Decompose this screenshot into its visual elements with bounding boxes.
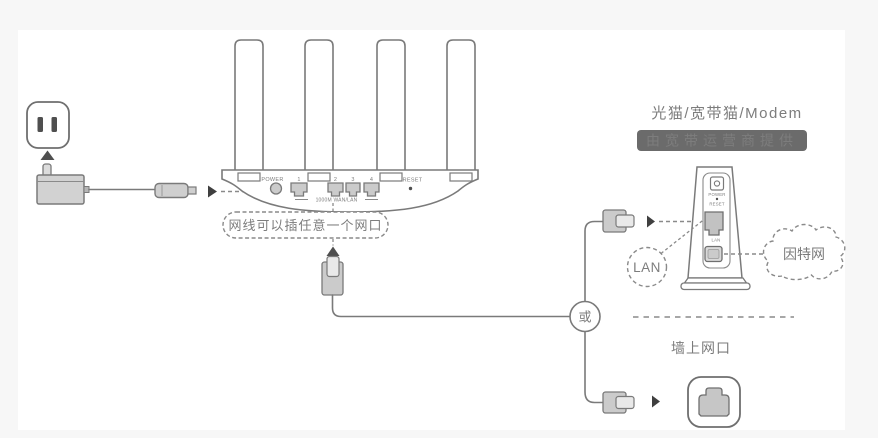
port1-label: 1	[297, 177, 300, 183]
ethernet-connector-up-icon	[321, 255, 344, 296]
port4-label: 4	[370, 177, 373, 183]
right-arrow-icon-2	[647, 215, 655, 228]
adapter-body	[36, 174, 85, 205]
port2-label: 2	[334, 177, 337, 183]
router-power-button	[269, 182, 283, 195]
router-power-label: POWER	[261, 177, 283, 183]
modem-icon: POWER RESET LAN	[680, 166, 751, 291]
ethernet-connector-bottom-icon	[602, 391, 635, 414]
antenna-1	[234, 39, 264, 173]
branch-cable-bottom	[584, 330, 604, 404]
wall-port-icon	[687, 376, 741, 428]
wall-port-label: 墙上网口	[671, 340, 731, 356]
ethernet-connector-top-icon	[602, 209, 635, 233]
router-icon: POWER 1 2 3 4 1000M WAN/LAN RESET	[221, 39, 479, 213]
outlet-slot-left	[37, 117, 43, 132]
antenna-2	[304, 39, 334, 173]
up-arrow-icon-2	[326, 246, 340, 256]
ethernet-port-4	[363, 182, 380, 197]
modem-stand-top	[683, 277, 748, 284]
antenna-3	[376, 39, 406, 173]
ethernet-port-3	[345, 182, 361, 197]
antenna-base-3	[379, 172, 403, 182]
router-reset-label: RESET	[403, 178, 423, 184]
lan-pointer-dashed-line	[660, 218, 705, 255]
or-label: 或	[578, 310, 591, 325]
modem-reset-pinhole	[715, 197, 719, 201]
internet-cloud-text: 因特网	[783, 246, 825, 262]
right-arrow-icon	[208, 185, 217, 198]
ethernet-port-1	[290, 182, 308, 197]
outlet-slot-right	[51, 117, 57, 132]
lan-bubble-text: LAN	[633, 260, 661, 275]
modem-lan-port	[704, 211, 724, 236]
modem-reset-label: RESET	[709, 202, 725, 207]
antenna-4	[446, 39, 476, 173]
up-arrow-icon	[40, 150, 55, 160]
power-adapter-icon	[36, 163, 90, 205]
wall-port-jack	[698, 387, 730, 417]
router-reset-pinhole	[408, 186, 413, 191]
modem-power-button	[709, 176, 725, 191]
modem-power-label: POWER	[708, 192, 725, 197]
main-network-cable	[331, 294, 571, 318]
antenna-base-4	[449, 172, 473, 182]
lan-bubble	[626, 246, 668, 288]
branch-cable-top	[584, 220, 604, 303]
router-speed-label: 1000M WAN/LAN	[316, 198, 358, 204]
provider-badge	[637, 130, 807, 151]
power-outlet-icon	[26, 101, 70, 149]
callout-bubble	[222, 211, 389, 239]
antenna-base-2	[307, 172, 331, 182]
provider-badge-text: 由宽带运营商提供	[646, 133, 798, 149]
dc-plug-icon	[154, 182, 197, 199]
internet-cloud-icon: 因特网	[762, 223, 846, 281]
modem-lan-label: LAN	[712, 238, 721, 243]
ethernet-port-2	[327, 182, 344, 197]
callout-text: 网线可以插任意一个网口	[228, 218, 382, 233]
port3-label: 3	[351, 177, 354, 183]
right-arrow-icon-3	[652, 395, 660, 408]
modem-title: 光猫/宽带猫/Modem	[651, 105, 802, 122]
or-circle	[569, 300, 601, 333]
modem-stand-base	[680, 282, 751, 291]
antenna-base-1	[237, 172, 261, 182]
